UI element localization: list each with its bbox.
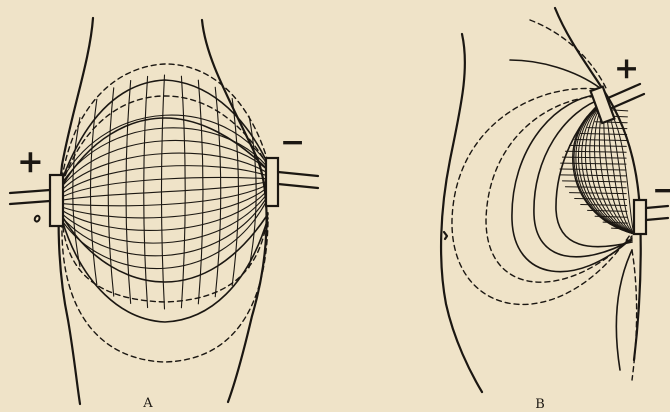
panel-b-caption: B [535,397,545,412]
panel-b-plus-sign: + [614,51,639,86]
panel-b-minus-sign: − [652,173,670,208]
panel-a-plus-sign: + [17,142,44,180]
panel-a-minus-sign: − [280,125,305,160]
panel-a-caption: A [142,396,153,411]
